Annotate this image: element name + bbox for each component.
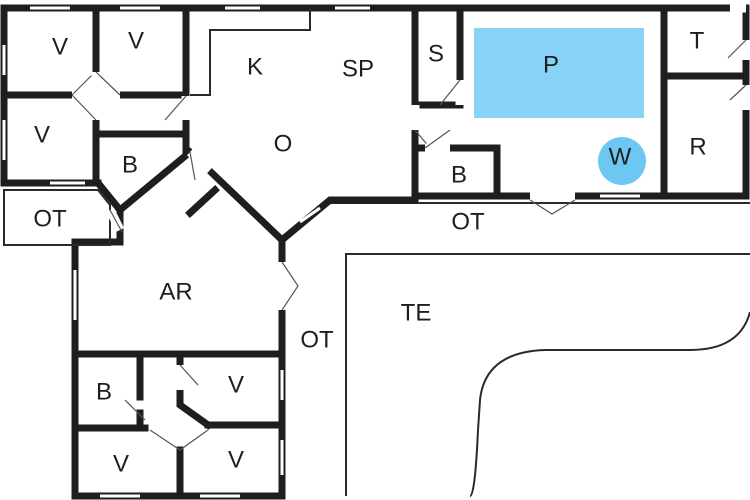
room-label-tech: T bbox=[690, 27, 705, 54]
pool bbox=[474, 28, 644, 118]
room-label-kitchen: K bbox=[247, 53, 263, 80]
room-label-pool: P bbox=[543, 51, 559, 78]
room-label-v-bottom-right: V bbox=[228, 446, 244, 473]
ot-left-box bbox=[3, 189, 111, 246]
room-label-terrace: TE bbox=[401, 299, 432, 326]
terrace-outline bbox=[345, 253, 750, 497]
doors bbox=[71, 3, 750, 451]
room-label-b-left: B bbox=[122, 151, 138, 178]
interior-walls bbox=[0, 4, 750, 500]
room-label-activity: AR bbox=[159, 278, 192, 305]
room-label-bath-pool: B bbox=[451, 161, 467, 188]
room-label-v-top-left: V bbox=[52, 33, 68, 60]
outdoor-area-outline bbox=[284, 202, 750, 241]
room-label-v-bottom-left: V bbox=[113, 450, 129, 477]
room-label-v-left: V bbox=[34, 121, 50, 148]
room-label-b-bottom: B bbox=[96, 378, 112, 405]
room-label-sauna: S bbox=[428, 40, 444, 67]
room-label-ot-right: OT bbox=[451, 208, 485, 235]
room-label-room-r: R bbox=[689, 133, 706, 160]
room-label-whirlpool: W bbox=[609, 143, 632, 170]
room-label-ot-left: OT bbox=[33, 205, 67, 232]
room-label-v-bottom-right-upper: V bbox=[228, 371, 244, 398]
whirlpool bbox=[598, 137, 646, 185]
room-label-ot-mid: OT bbox=[300, 326, 334, 353]
room-label-dining: SP bbox=[342, 55, 374, 82]
kitchen-counter bbox=[190, 8, 311, 96]
room-labels: V V V B OT K SP O S P W B T R OT AR OT T… bbox=[33, 27, 706, 477]
room-label-v-top-mid: V bbox=[128, 27, 144, 54]
windows bbox=[2, 6, 640, 498]
room-label-living: O bbox=[274, 130, 293, 157]
